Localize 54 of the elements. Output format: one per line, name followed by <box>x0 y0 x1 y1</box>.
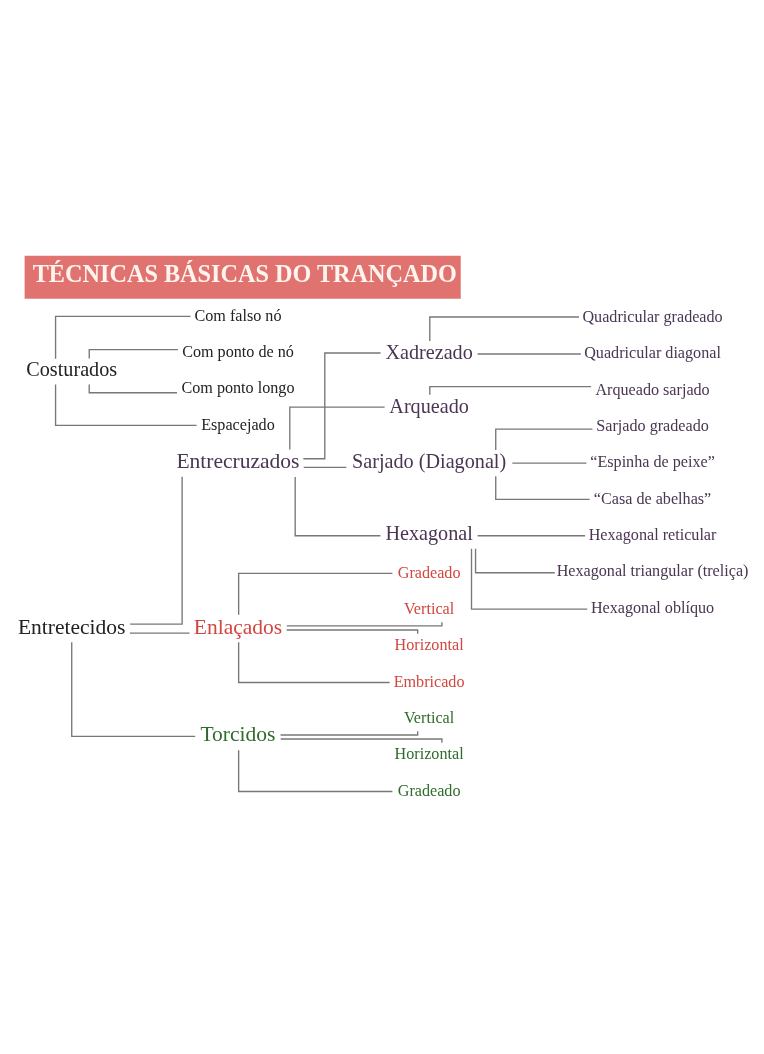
connector <box>285 629 419 635</box>
node-text: Hexagonal triangular (treliça) <box>556 562 749 580</box>
connector <box>474 548 556 574</box>
node-text: Hexagonal oblíquo <box>590 598 715 616</box>
node-text: Sarjado (Diagonal) <box>352 449 507 472</box>
node-text: Enlaçados <box>193 614 283 639</box>
node-text: Gradeado <box>397 781 461 799</box>
connector <box>294 476 382 537</box>
node-text: Arqueado <box>389 394 469 417</box>
connector <box>511 462 588 464</box>
connector <box>237 641 391 684</box>
node-text: Vertical <box>404 708 455 726</box>
node-text: Quadricular diagonal <box>584 344 721 362</box>
node-text: “Casa de abelhas” <box>593 489 712 507</box>
connector <box>129 632 191 634</box>
connector <box>129 476 183 625</box>
node-text: Com falso nó <box>194 306 282 324</box>
connector <box>54 315 192 360</box>
connector <box>495 475 591 501</box>
connector <box>289 406 386 451</box>
connector <box>476 353 582 355</box>
connector <box>286 621 443 627</box>
connector <box>237 749 394 793</box>
node-text: Xadrezado <box>385 340 473 363</box>
node-text: Com ponto de nó <box>182 342 294 360</box>
connector <box>54 383 198 427</box>
connector <box>303 466 347 468</box>
node-text: Espacejado <box>201 415 275 433</box>
node-text: Hexagonal <box>385 522 473 545</box>
connector <box>302 352 382 460</box>
node-text: Quadricular gradeado <box>582 307 723 325</box>
node-text: Gradeado <box>397 563 461 581</box>
node-text: “Espinha de peixe” <box>590 453 715 471</box>
node-text: Arqueado sarjado <box>595 380 710 398</box>
node-text: Vertical <box>404 599 455 617</box>
connector <box>495 428 594 451</box>
connector <box>237 572 394 616</box>
node-text: Torcidos <box>200 722 276 747</box>
node-text: Costurados <box>26 358 118 381</box>
node-text: Sarjado gradeado <box>596 416 709 434</box>
node-text: Horizontal <box>394 745 464 763</box>
node-text: Horizontal <box>394 636 464 654</box>
connector <box>279 730 419 736</box>
connector <box>280 738 443 744</box>
node-text: Embricado <box>393 672 465 690</box>
node-text: Com ponto longo <box>181 379 295 397</box>
connector <box>429 316 580 342</box>
connector <box>71 641 196 737</box>
diagram-title: TÉCNICAS BÁSICAS DO TRANÇADO <box>32 259 457 287</box>
connector <box>476 535 586 537</box>
node-text: Entrecruzados <box>176 449 300 474</box>
connector <box>470 548 588 610</box>
node-text: Hexagonal reticular <box>588 525 717 543</box>
node-text: Entretecidos <box>17 614 126 639</box>
